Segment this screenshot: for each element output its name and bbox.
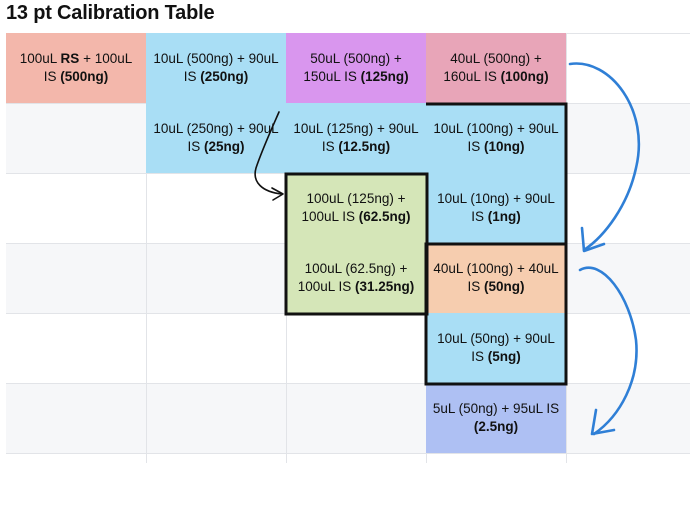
cell-bold: (25ng) [204,139,245,154]
table-row [6,453,690,523]
cell-text: 40uL (500ng) + 160uL IS [443,51,542,84]
cell-bold: (250ng) [200,69,249,84]
table-cell[interactable]: 40uL (500ng) + 160uL IS (100ng) [426,33,566,103]
cell-text: 100uL [19,51,61,66]
table-cell[interactable]: 10uL (125ng) + 90uL IS (12.5ng) [286,103,426,173]
cell-bold: (50ng) [484,279,525,294]
cell-text: 5uL (50ng) + 95uL IS [432,401,560,416]
cell-bold: (1ng) [487,209,521,224]
table-cell[interactable]: 100uL (125ng) + 100uL IS (62.5ng) [286,173,426,243]
cell-text: + 100uL IS [43,51,133,84]
table-row [6,383,690,453]
table-cell[interactable]: 100uL RS + 100uL IS (500ng) [6,33,146,103]
cell-bold: (100ng) [500,69,549,84]
cell-bold: (500ng) [60,69,109,84]
cell-bold: (125ng) [360,69,409,84]
table-cell[interactable]: 100uL (62.5ng) + 100uL IS (31.25ng) [286,243,426,313]
table-cell[interactable]: 10uL (500ng) + 90uL IS (250ng) [146,33,286,103]
cell-bold: (2.5ng) [473,419,519,434]
table-cell[interactable]: 5uL (50ng) + 95uL IS (2.5ng) [426,383,566,453]
table-cell[interactable]: 10uL (10ng) + 90uL IS (1ng) [426,173,566,243]
table-cell[interactable]: 10uL (100ng) + 90uL IS (10ng) [426,103,566,173]
table-cell[interactable]: 50uL (500ng) + 150uL IS (125ng) [286,33,426,103]
cell-bold: (5ng) [487,349,521,364]
cell-text: 10uL (250ng) + 90uL IS [153,121,279,154]
table-cell[interactable]: 10uL (50ng) + 90uL IS (5ng) [426,313,566,383]
cell-bold: (31.25ng) [355,279,415,294]
table-row [6,313,690,383]
table-cell[interactable]: 10uL (250ng) + 90uL IS (25ng) [146,103,286,173]
cell-text: 10uL (500ng) + 90uL IS [153,51,279,84]
cell-bold: (12.5ng) [338,139,391,154]
cell-bold: (62.5ng) [358,209,411,224]
cell-text: 50uL (500ng) + 150uL IS [303,51,402,84]
page-title: 13 pt Calibration Table [6,2,215,24]
cell-bold: RS [60,51,80,66]
calibration-table: 100uL RS + 100uL IS (500ng) 10uL (500ng)… [6,33,690,523]
cell-bold: (10ng) [484,139,525,154]
table-cell[interactable]: 40uL (100ng) + 40uL IS (50ng) [426,243,566,313]
cell-text: 10uL (125ng) + 90uL IS [293,121,419,154]
